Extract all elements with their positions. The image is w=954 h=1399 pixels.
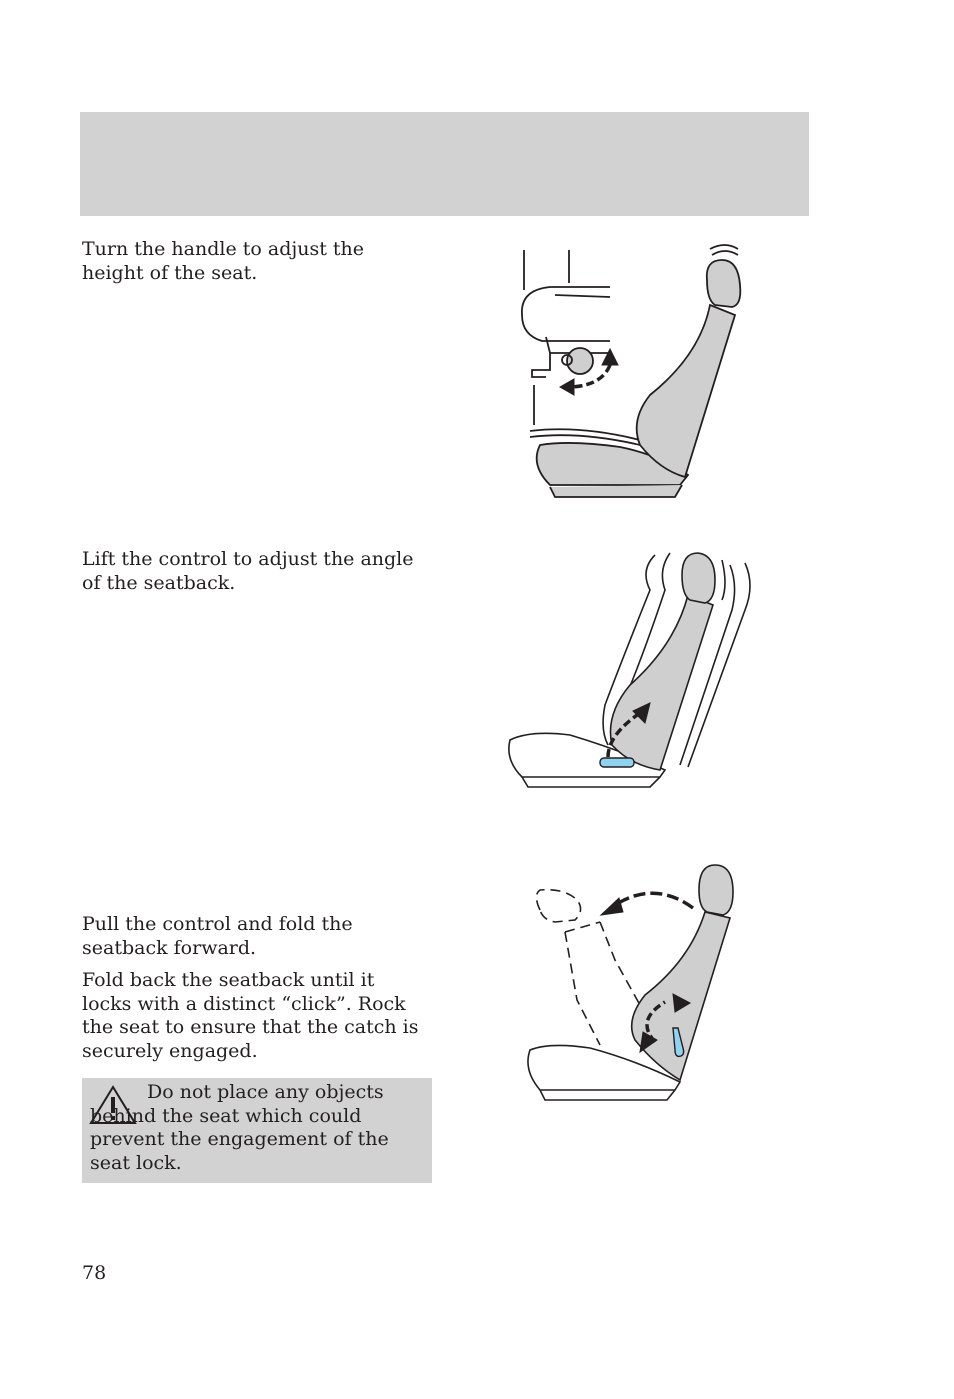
lever-icon [672,1027,685,1058]
page-number: 78 [82,1262,107,1284]
warning-triangle-icon [89,1085,137,1124]
seat-height-instruction: Turn the handle to adjust the height of … [82,238,365,284]
lock-seatback-instruction: Fold back the seatback until it locks wi… [82,969,419,1062]
fold-seatback-instruction: Pull the control and fold the seatback f… [82,913,353,959]
section-header-bar [80,112,809,216]
seatback-angle-illustration [508,552,751,788]
seat-height-illustration [521,244,742,498]
seatback-angle-instruction: Lift the control to adjust the angle of … [82,548,414,594]
lift-arrow-icon [606,702,651,758]
fold-arrow-icon [599,891,695,916]
seat-height-drawing [521,244,742,498]
fold-seatback-drawing [527,864,734,1101]
seatback-angle-drawing [508,552,751,788]
fold-seatback-illustration [527,864,734,1101]
warning-text: Do not place any objects behind the seat… [90,1081,389,1174]
rock-arrow-icon [639,993,692,1054]
lever-icon [599,757,635,768]
rotate-arrow-icon [558,347,619,396]
warning-box: Do not place any objects behind the seat… [82,1078,432,1183]
